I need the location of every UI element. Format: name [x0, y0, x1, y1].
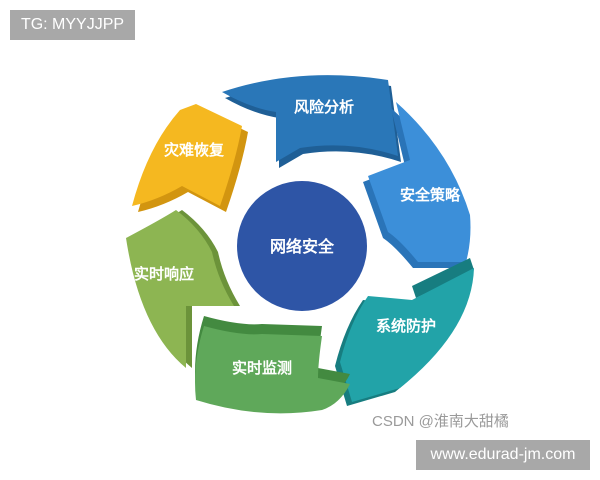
arrow-segment-icon — [222, 75, 398, 162]
segment-realtime-response: 实时响应 — [126, 210, 240, 368]
watermark-top: TG: MYYJJPP — [10, 10, 135, 40]
segment-system-protection: 系统防护 — [335, 258, 474, 406]
center-circle-icon — [237, 181, 367, 311]
arrow-segment-icon — [340, 268, 474, 402]
segment-security-policy: 安全策略 — [363, 102, 471, 268]
segment-label: 实时响应 — [134, 265, 194, 283]
segment-realtime-monitoring: 实时监测 — [195, 316, 350, 414]
segment-label: 灾难恢复 — [164, 141, 225, 159]
segment-risk-analysis: 风险分析 — [222, 75, 401, 168]
segment-label: 安全策略 — [400, 186, 461, 204]
arrow-segment-icon — [132, 104, 242, 206]
arrow-segment-icon — [126, 210, 234, 368]
segment-disaster-recovery: 灾难恢复 — [132, 104, 248, 212]
csdn-credit: CSDN @淮南大甜橘 — [372, 413, 509, 430]
watermark-bottom: www.edurad-jm.com — [416, 440, 590, 470]
arrow-segment-icon — [368, 102, 471, 262]
arrow-segment-icon — [195, 326, 350, 414]
segment-label: 系统防护 — [376, 317, 436, 335]
segment-label: 风险分析 — [294, 98, 354, 116]
segment-label: 实时监测 — [232, 359, 292, 377]
center-label: 网络安全 — [270, 237, 335, 256]
center-node: 网络安全 — [234, 178, 370, 314]
